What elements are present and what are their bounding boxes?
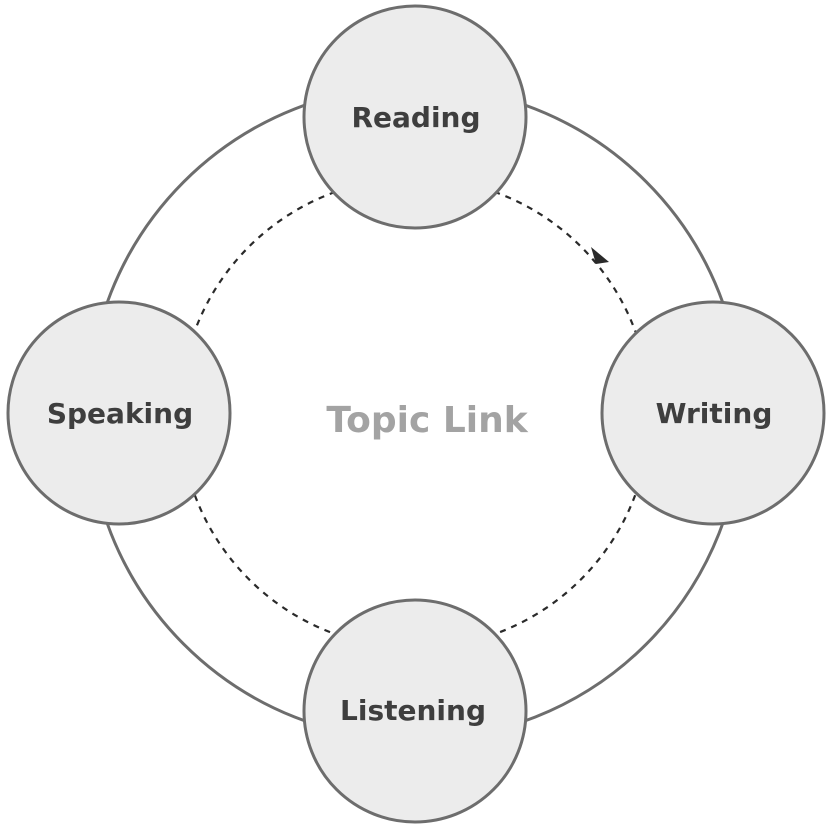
node-listening-circle <box>302 598 528 824</box>
node-reading-label: Reading <box>351 101 480 134</box>
node-writing-label: Writing <box>656 397 773 430</box>
node-reading: Reading <box>302 4 528 230</box>
node-writing-circle <box>600 300 826 526</box>
node-listening: Listening <box>302 598 528 824</box>
node-reading-circle <box>302 4 528 230</box>
node-speaking-label: Speaking <box>47 397 193 430</box>
cycle-arrow-icon <box>591 247 609 264</box>
node-speaking: Speaking <box>6 300 232 526</box>
node-writing: Writing <box>600 300 826 526</box>
center-label: Topic Link <box>326 400 528 441</box>
node-speaking-circle <box>6 300 232 526</box>
node-listening-label: Listening <box>340 694 486 727</box>
